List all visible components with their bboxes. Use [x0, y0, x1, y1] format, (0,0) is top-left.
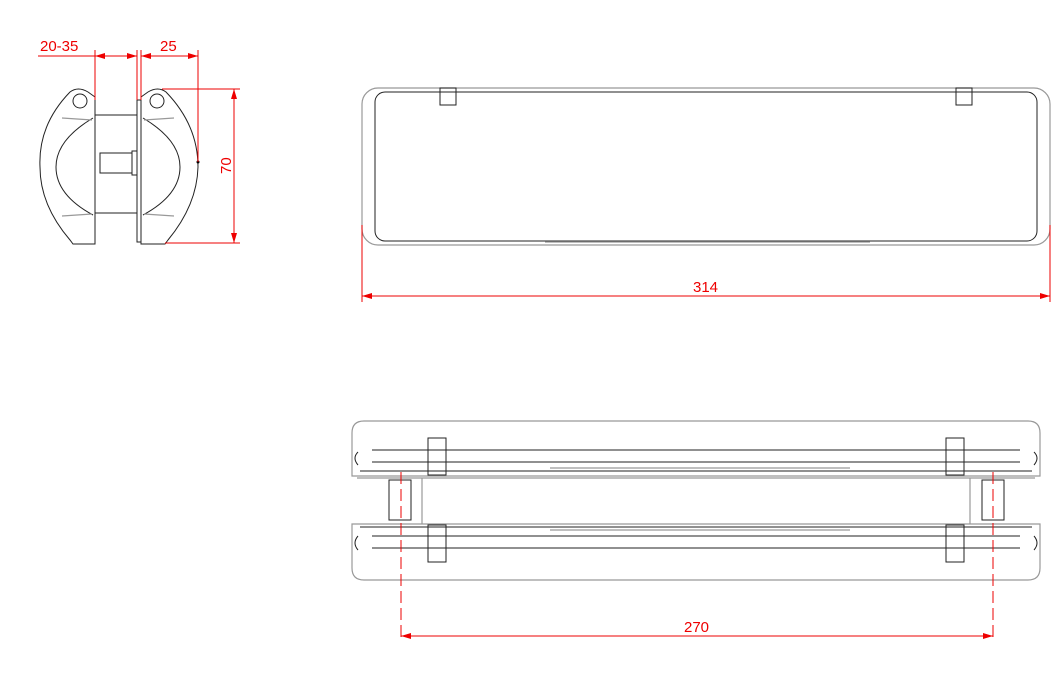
top-view: 314 — [361, 87, 1051, 302]
lower-handle-bar — [351, 523, 1041, 581]
dim-label-hole-spacing: 270 — [684, 619, 709, 636]
dim-label-height: 70 — [218, 157, 235, 174]
dim-label-glass-thickness: 20-35 — [40, 38, 78, 55]
dimension-glass-thickness: 20-35 — [38, 38, 138, 100]
dim-label-handle-depth: 25 — [160, 38, 177, 55]
dimension-height: 70 — [162, 88, 240, 244]
upper-handle-bar — [351, 420, 1041, 479]
mount-tab-left — [439, 87, 457, 106]
right-handle — [140, 88, 200, 245]
dimension-length: 314 — [361, 225, 1051, 302]
side-view: 20-35 25 70 — [38, 38, 240, 245]
standoff-right — [969, 478, 1005, 524]
standoff-left — [388, 478, 423, 524]
left-handle — [39, 88, 96, 245]
dimension-hole-spacing: 270 — [400, 472, 994, 642]
front-view: 270 — [351, 420, 1041, 642]
dim-label-length: 314 — [693, 279, 718, 296]
mount-tab-right — [955, 87, 973, 106]
connector-body — [94, 99, 142, 243]
dimension-handle-depth: 25 — [140, 38, 199, 162]
